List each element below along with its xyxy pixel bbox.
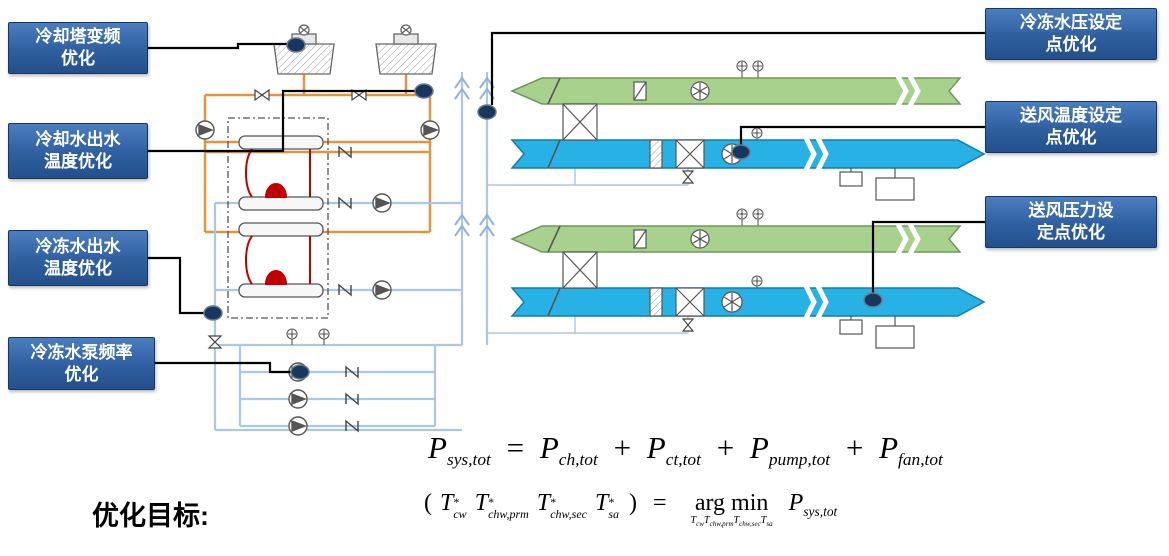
duct-break-marks	[803, 74, 921, 320]
return-air-ducts	[510, 77, 962, 253]
sensor-icons	[286, 60, 764, 345]
callout-text-line: 优化	[64, 364, 99, 384]
pump-icons	[195, 120, 440, 436]
callout-chilled-water-outlet-temp-optimization: 冷冻水出水 温度优化	[8, 230, 148, 286]
total-power-formula: Psys,tot = Pch,tot + Pct,tot + Ppump,tot…	[428, 430, 943, 470]
equals-sign: =	[653, 490, 667, 516]
refrigerant-lines	[245, 148, 311, 285]
callout-cooling-water-outlet-temp-optimization: 冷却水出水 温度优化	[8, 123, 148, 179]
valve-icons	[207, 88, 695, 349]
callout-text-line: 冷冻水泵频率	[30, 342, 133, 362]
callout-text-line: 定点优化	[1037, 223, 1105, 242]
callout-text-line: 送风温度设定	[1020, 106, 1122, 126]
callout-text-line: 冷却水出水	[35, 130, 121, 150]
callout-supply-air-pressure-setpoint-optimization: 送风压力设 定点优化	[985, 196, 1157, 248]
formula-term: Ppump,tot	[749, 430, 831, 470]
callout-text-line: 点优化	[1045, 128, 1097, 147]
chiller-icons	[227, 117, 329, 319]
plus-sign: +	[613, 430, 632, 465]
formula-term: T*cw	[440, 490, 467, 521]
formula-term: T*chw,sec	[536, 490, 587, 521]
close-paren: )	[629, 490, 637, 516]
callout-connector-lines	[148, 31, 985, 374]
plus-sign: +	[845, 430, 864, 465]
objective-label: 优化目标:	[92, 501, 209, 531]
formula-term: T*sa	[594, 490, 619, 521]
callout-chilled-water-pump-frequency-optimization: 冷冻水泵频率 优化	[8, 337, 155, 390]
formula-term: Pch,tot	[539, 430, 598, 470]
callout-text-line: 送风压力设	[1028, 201, 1114, 221]
ahu-component-icons	[547, 77, 915, 349]
callout-text-line: 冷却塔变频	[35, 27, 121, 47]
open-paren: (	[424, 490, 432, 516]
callout-text-line: 冷冻水出水	[35, 237, 121, 257]
formula-term: Psys,tot	[428, 430, 491, 470]
callout-text-line: 温度优化	[44, 259, 112, 278]
formula-term: Pfan,tot	[879, 430, 943, 470]
check-valve-icons	[338, 145, 359, 433]
callout-text-line: 温度优化	[44, 152, 112, 171]
callout-text-line: 冷冻水压设定	[1020, 13, 1122, 33]
callout-cooling-tower-vfd-optimization: 冷却塔变频 优化	[8, 22, 148, 74]
callout-chilled-water-pressure-setpoint-optimization: 冷冻水压设定 点优化	[985, 8, 1157, 60]
callout-text-line: 优化	[61, 49, 95, 68]
formula-term: Pct,tot	[646, 430, 701, 470]
formula-term: Psys,tot	[788, 490, 838, 519]
argmin-formula: ( T*cw T*chw,prm T*chw,sec T*sa ) = arg …	[422, 490, 837, 529]
formula-term: T*chw,prm	[474, 490, 529, 521]
plus-sign: +	[716, 430, 735, 465]
argmin-constraint: TcwTchw,prmTchw,secTsa	[690, 515, 773, 529]
equals-sign: =	[506, 430, 525, 465]
argmin-operator: arg min TcwTchw,prmTchw,secTsa	[690, 490, 773, 529]
optimization-point-markers	[203, 37, 883, 380]
callout-text-line: 点优化	[1045, 35, 1097, 54]
riser-flow-chevron-icons	[454, 76, 495, 237]
callout-supply-air-temp-setpoint-optimization: 送风温度设定 点优化	[985, 101, 1157, 153]
